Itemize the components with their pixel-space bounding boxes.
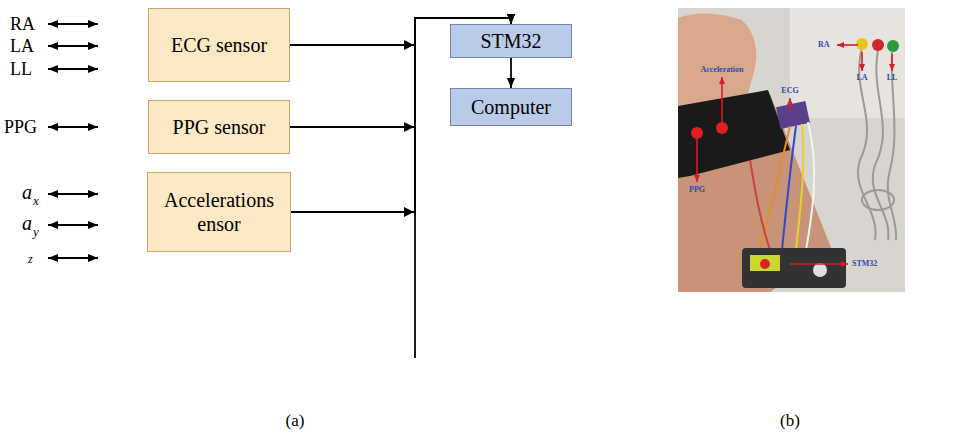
callout-arrow <box>696 139 698 182</box>
stm32-board <box>742 248 846 288</box>
process-box: Computer <box>450 88 572 126</box>
node-label: STM32 <box>480 29 541 53</box>
double-arrow <box>48 224 98 226</box>
label-text: PPG <box>689 185 705 194</box>
connector <box>510 58 512 88</box>
double-arrow <box>48 257 98 259</box>
double-arrow <box>48 45 98 47</box>
board-part <box>750 255 780 271</box>
label-text: z <box>28 252 33 266</box>
signal-name: LL <box>10 60 32 78</box>
label-text: x <box>33 193 39 208</box>
photo-background <box>790 8 905 118</box>
label-text: PPG <box>4 117 37 137</box>
double-arrow <box>48 126 98 128</box>
signal-subscript: x <box>33 194 39 207</box>
electrode <box>856 38 868 50</box>
acceleration-dot <box>716 122 728 134</box>
board-part <box>760 259 770 269</box>
callout-arrow <box>891 54 893 71</box>
node-text: PPG sensor <box>173 115 266 139</box>
photo-label: Acceleration <box>700 66 743 74</box>
panel-label: (b) <box>780 412 800 429</box>
photo-label: LL <box>887 74 898 82</box>
ppg-dot <box>691 127 703 139</box>
photo-label: ECG <box>781 87 798 95</box>
label-text: ECG <box>781 86 798 95</box>
signal-subscript: y <box>33 225 39 238</box>
label-text: LL <box>10 59 32 79</box>
callout-arrows <box>697 45 892 264</box>
photo-label: STM32 <box>852 260 877 268</box>
callout-arrow <box>861 52 863 71</box>
callout-arrow <box>837 44 858 46</box>
node-text: Computer <box>471 95 551 119</box>
node-label: Accelerations ensor <box>154 188 284 236</box>
sensor-box: PPG sensor <box>148 100 290 154</box>
signal-name: PPG <box>4 118 37 136</box>
node-label: PPG sensor <box>173 115 266 139</box>
photo-label: RA <box>818 41 830 49</box>
node-label: ECG sensor <box>171 33 267 57</box>
signal-name: z <box>28 253 33 265</box>
wire <box>782 126 796 250</box>
sensor-box: ECG sensor <box>148 8 290 82</box>
photo-background <box>678 8 905 292</box>
photo-label: LA <box>856 74 867 82</box>
label-text: STM32 <box>852 259 877 268</box>
signal-name: a <box>22 213 32 233</box>
label-text: RA <box>818 40 830 49</box>
wires <box>750 122 814 250</box>
electrode <box>872 39 884 51</box>
wire <box>796 124 803 250</box>
label-text: a <box>22 181 32 203</box>
photo-label: PPG <box>689 186 705 194</box>
bus-arrowheads <box>404 40 414 217</box>
label-text: RA <box>10 14 35 34</box>
signal-name: RA <box>10 15 35 33</box>
panel-label: (a) <box>286 412 305 429</box>
callout-arrow <box>790 263 848 265</box>
cable-coil <box>862 190 894 210</box>
cable <box>873 50 889 240</box>
signal-arrows <box>48 24 98 258</box>
callout-arrow <box>789 98 791 112</box>
callout-arrow <box>721 77 723 122</box>
double-arrow <box>48 193 98 195</box>
node-text: Accelerations ensor <box>154 188 284 236</box>
wire <box>806 122 814 250</box>
wristband <box>678 90 790 178</box>
sensor-box: Accelerations ensor <box>147 172 291 252</box>
label-text: (a) <box>286 411 305 430</box>
electrode <box>887 40 899 52</box>
wire <box>750 160 770 250</box>
node-text: ECG sensor <box>171 33 267 57</box>
signal-name: a <box>22 182 32 202</box>
process-box: STM32 <box>450 24 572 58</box>
double-arrow <box>48 23 98 25</box>
board-part <box>813 263 827 277</box>
node-label: Computer <box>471 95 551 119</box>
ecg-board <box>776 101 810 129</box>
signal-name: LA <box>10 37 34 55</box>
label-text: LA <box>10 36 34 56</box>
label-text: y <box>33 224 39 239</box>
label-text: (b) <box>780 411 800 430</box>
label-text: Acceleration <box>700 65 743 74</box>
label-text: LA <box>856 73 867 82</box>
device-photo <box>678 8 905 292</box>
label-text: LL <box>887 73 898 82</box>
double-arrow <box>48 68 98 70</box>
label-text: a <box>22 212 32 234</box>
node-text: STM32 <box>480 29 541 53</box>
